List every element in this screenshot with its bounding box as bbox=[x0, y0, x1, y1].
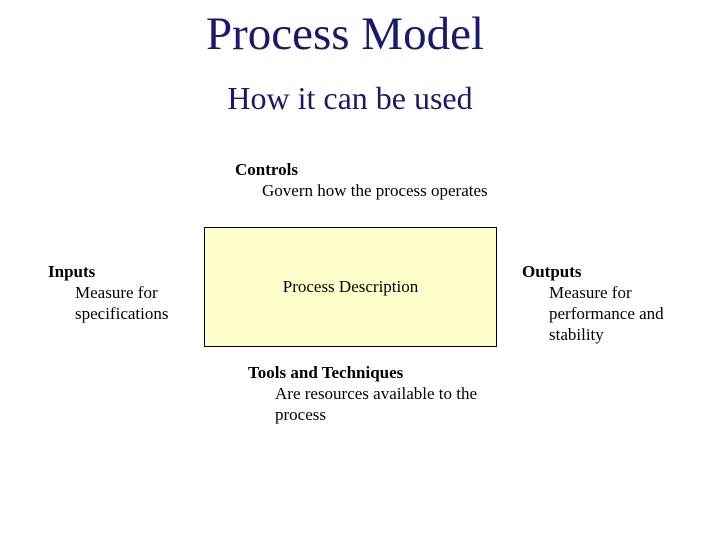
controls-block: Controls Govern how the process operates bbox=[235, 159, 488, 201]
tools-line: Are resources available to the bbox=[275, 384, 478, 403]
inputs-line: specifications bbox=[75, 304, 169, 323]
outputs-line: performance and bbox=[549, 304, 664, 323]
outputs-line: stability bbox=[549, 325, 604, 344]
controls-line: Govern how the process operates bbox=[262, 181, 488, 200]
slide-title: Process Model bbox=[205, 8, 485, 60]
controls-heading: Controls bbox=[235, 160, 298, 179]
inputs-block: Inputs Measure for specifications bbox=[48, 261, 168, 324]
inputs-heading: Inputs bbox=[48, 262, 96, 281]
tools-block: Tools and Techniques Are resources avail… bbox=[248, 362, 477, 425]
slide-subtitle: How it can be used bbox=[227, 80, 473, 116]
inputs-line: Measure for bbox=[75, 283, 158, 302]
process-description-box: Process Description bbox=[204, 227, 497, 347]
process-description-label: Process Description bbox=[282, 277, 419, 296]
tools-line: process bbox=[275, 405, 326, 424]
tools-heading: Tools and Techniques bbox=[248, 363, 404, 382]
outputs-heading: Outputs bbox=[522, 262, 582, 281]
outputs-block: Outputs Measure for performance and stab… bbox=[522, 261, 664, 345]
outputs-line: Measure for bbox=[549, 283, 632, 302]
